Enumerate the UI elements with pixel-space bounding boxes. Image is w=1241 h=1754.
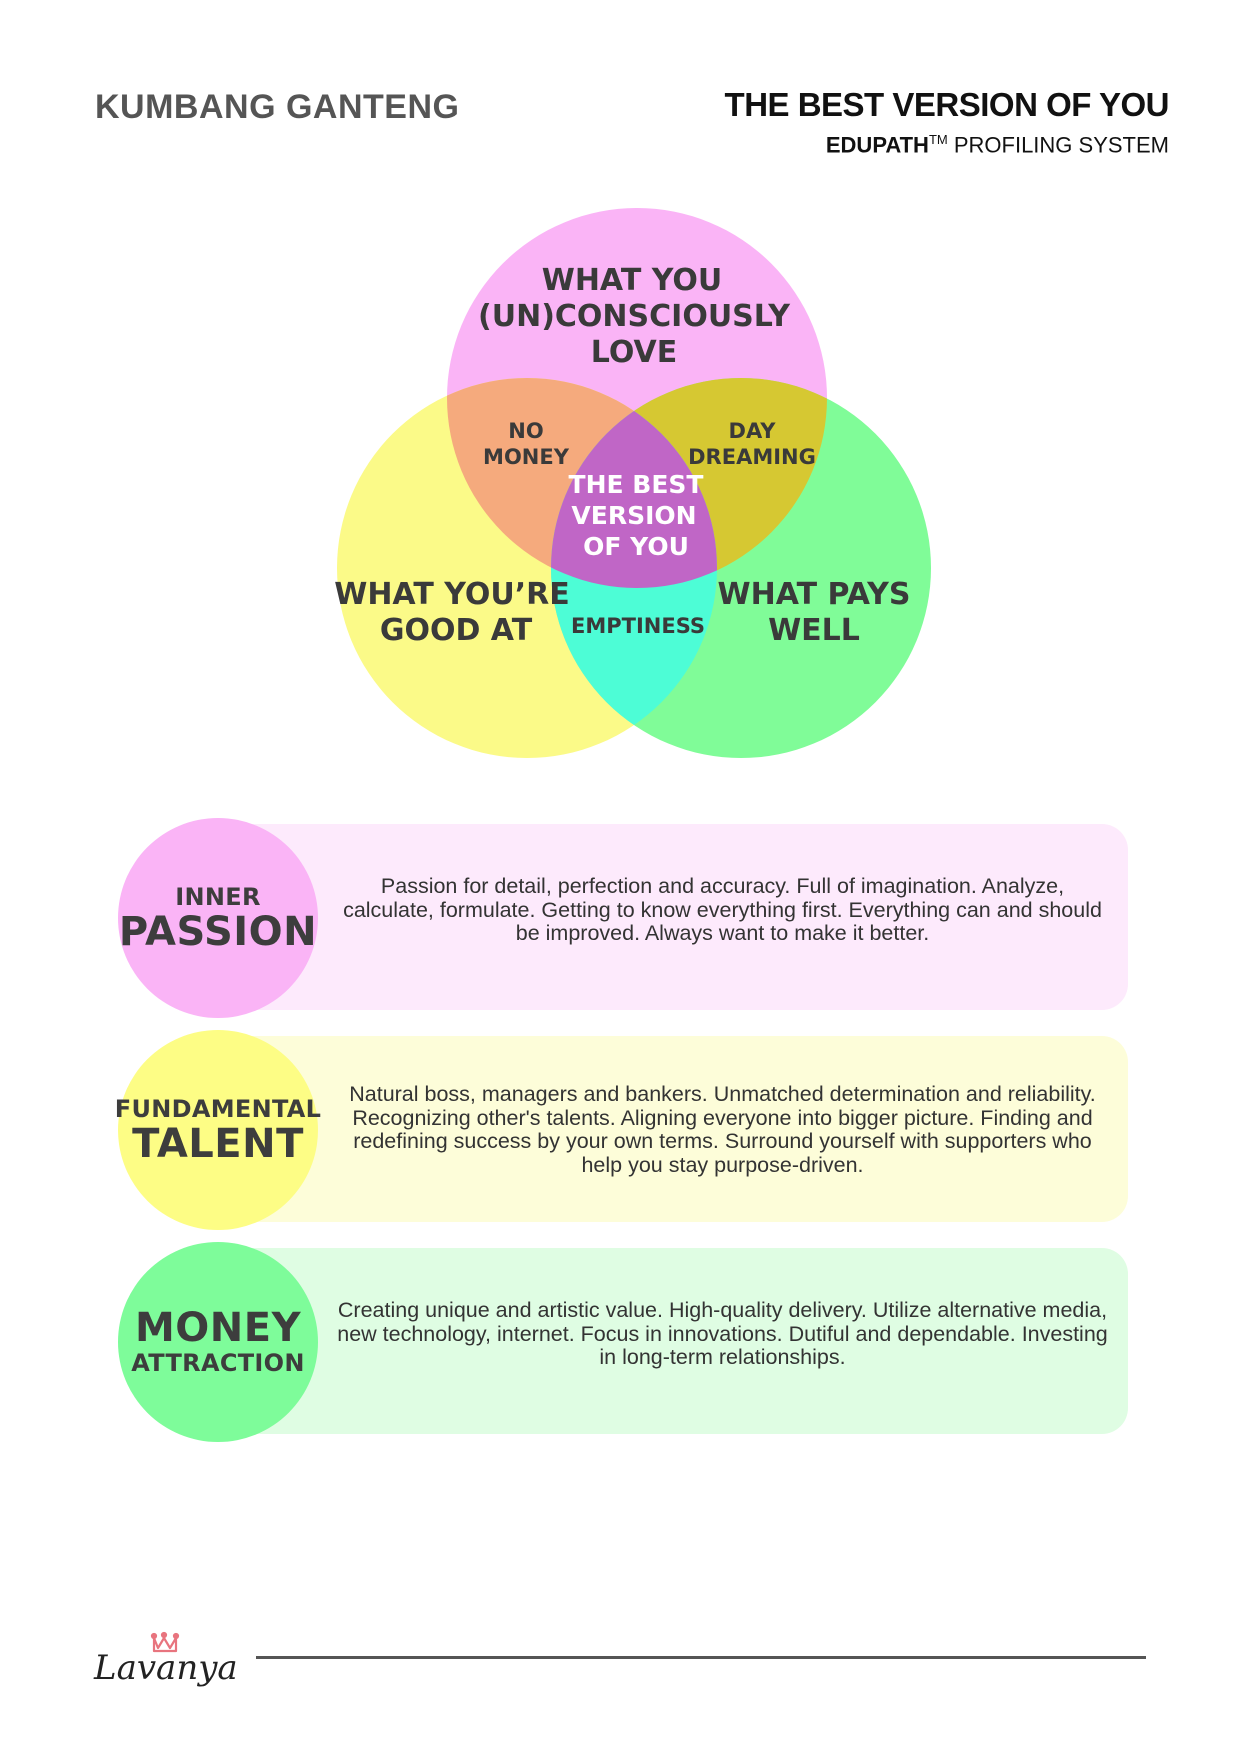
- fundamental-talent-badge: FUNDAMENTAL TALENT: [115, 1030, 321, 1230]
- venn-overlap-center: [551, 378, 717, 588]
- venn-diagram: WHAT YOU (UN)CONSCIOUSLY LOVE WHAT YOU’R…: [334, 208, 931, 758]
- venn-label-good-at-2: GOOD AT: [380, 613, 533, 648]
- inner-passion-description: Passion for detail, perfection and accur…: [343, 873, 1102, 945]
- money-attraction-big-label: MONEY: [134, 1305, 302, 1351]
- money-attraction-band: [218, 1248, 1128, 1434]
- page-subtitle: EDUPATHTM PROFILING SYSTEM: [725, 132, 1169, 158]
- venn-label-day-dreaming-2: DREAMING: [688, 445, 816, 469]
- venn-label-emptiness: EMPTINESS: [571, 614, 705, 638]
- inner-passion-row: INNER PASSION Passion for detail, perfec…: [118, 818, 1128, 1018]
- inner-passion-badge: INNER PASSION: [118, 818, 318, 1018]
- fundamental-talent-band: [218, 1036, 1128, 1222]
- fundamental-talent-small-label: FUNDAMENTAL: [114, 1095, 322, 1123]
- venn-label-pays-well-1: WHAT PAYS: [718, 577, 911, 612]
- crown-icon: [150, 1631, 180, 1653]
- inner-passion-band: [218, 824, 1128, 1010]
- money-attraction-row: MONEY ATTRACTION Creating unique and art…: [118, 1242, 1128, 1442]
- venn-label-no-money-1: NO: [508, 419, 543, 443]
- venn-label-good-at-1: WHAT YOU’RE: [334, 577, 570, 612]
- inner-passion-big-label: PASSION: [118, 909, 318, 955]
- page-title: THE BEST VERSION OF YOU: [724, 86, 1170, 123]
- venn-label-love-2: (UN)CONSCIOUSLY: [478, 299, 791, 334]
- inner-passion-small-label: INNER: [175, 883, 261, 911]
- fundamental-talent-description: Natural boss, managers and bankers. Unma…: [349, 1082, 1096, 1177]
- venn-label-day-dreaming-1: DAY: [729, 419, 777, 443]
- brand-name: EDUPATH: [825, 132, 929, 158]
- system-label: PROFILING SYSTEM: [947, 132, 1169, 158]
- venn-label-pays-well-2: WELL: [768, 613, 860, 648]
- venn-label-no-money-2: MONEY: [483, 445, 570, 469]
- lavanya-logo: Lavanya: [93, 1631, 238, 1688]
- venn-label-center-1: THE BEST: [569, 470, 704, 499]
- money-attraction-description: Creating unique and artistic value. High…: [337, 1297, 1108, 1369]
- footer-divider: [256, 1656, 1146, 1659]
- fundamental-talent-big-label: TALENT: [132, 1121, 304, 1167]
- venn-label-center-3: OF YOU: [583, 532, 689, 561]
- header-title-block: THE BEST VERSION OF YOU EDUPATHTM PROFIL…: [724, 86, 1170, 158]
- trademark-mark: TM: [928, 132, 948, 147]
- money-attraction-badge: MONEY ATTRACTION: [118, 1242, 318, 1442]
- money-attraction-small-label: ATTRACTION: [131, 1349, 305, 1377]
- venn-label-center-2: VERSION: [571, 501, 696, 530]
- lavanya-wordmark: Lavanya: [93, 1648, 238, 1688]
- profile-name: KUMBANG GANTENG: [95, 88, 460, 126]
- fundamental-talent-row: FUNDAMENTAL TALENT Natural boss, manager…: [115, 1030, 1128, 1230]
- venn-label-love-1: WHAT YOU: [542, 263, 723, 298]
- venn-label-love-3: LOVE: [591, 335, 677, 370]
